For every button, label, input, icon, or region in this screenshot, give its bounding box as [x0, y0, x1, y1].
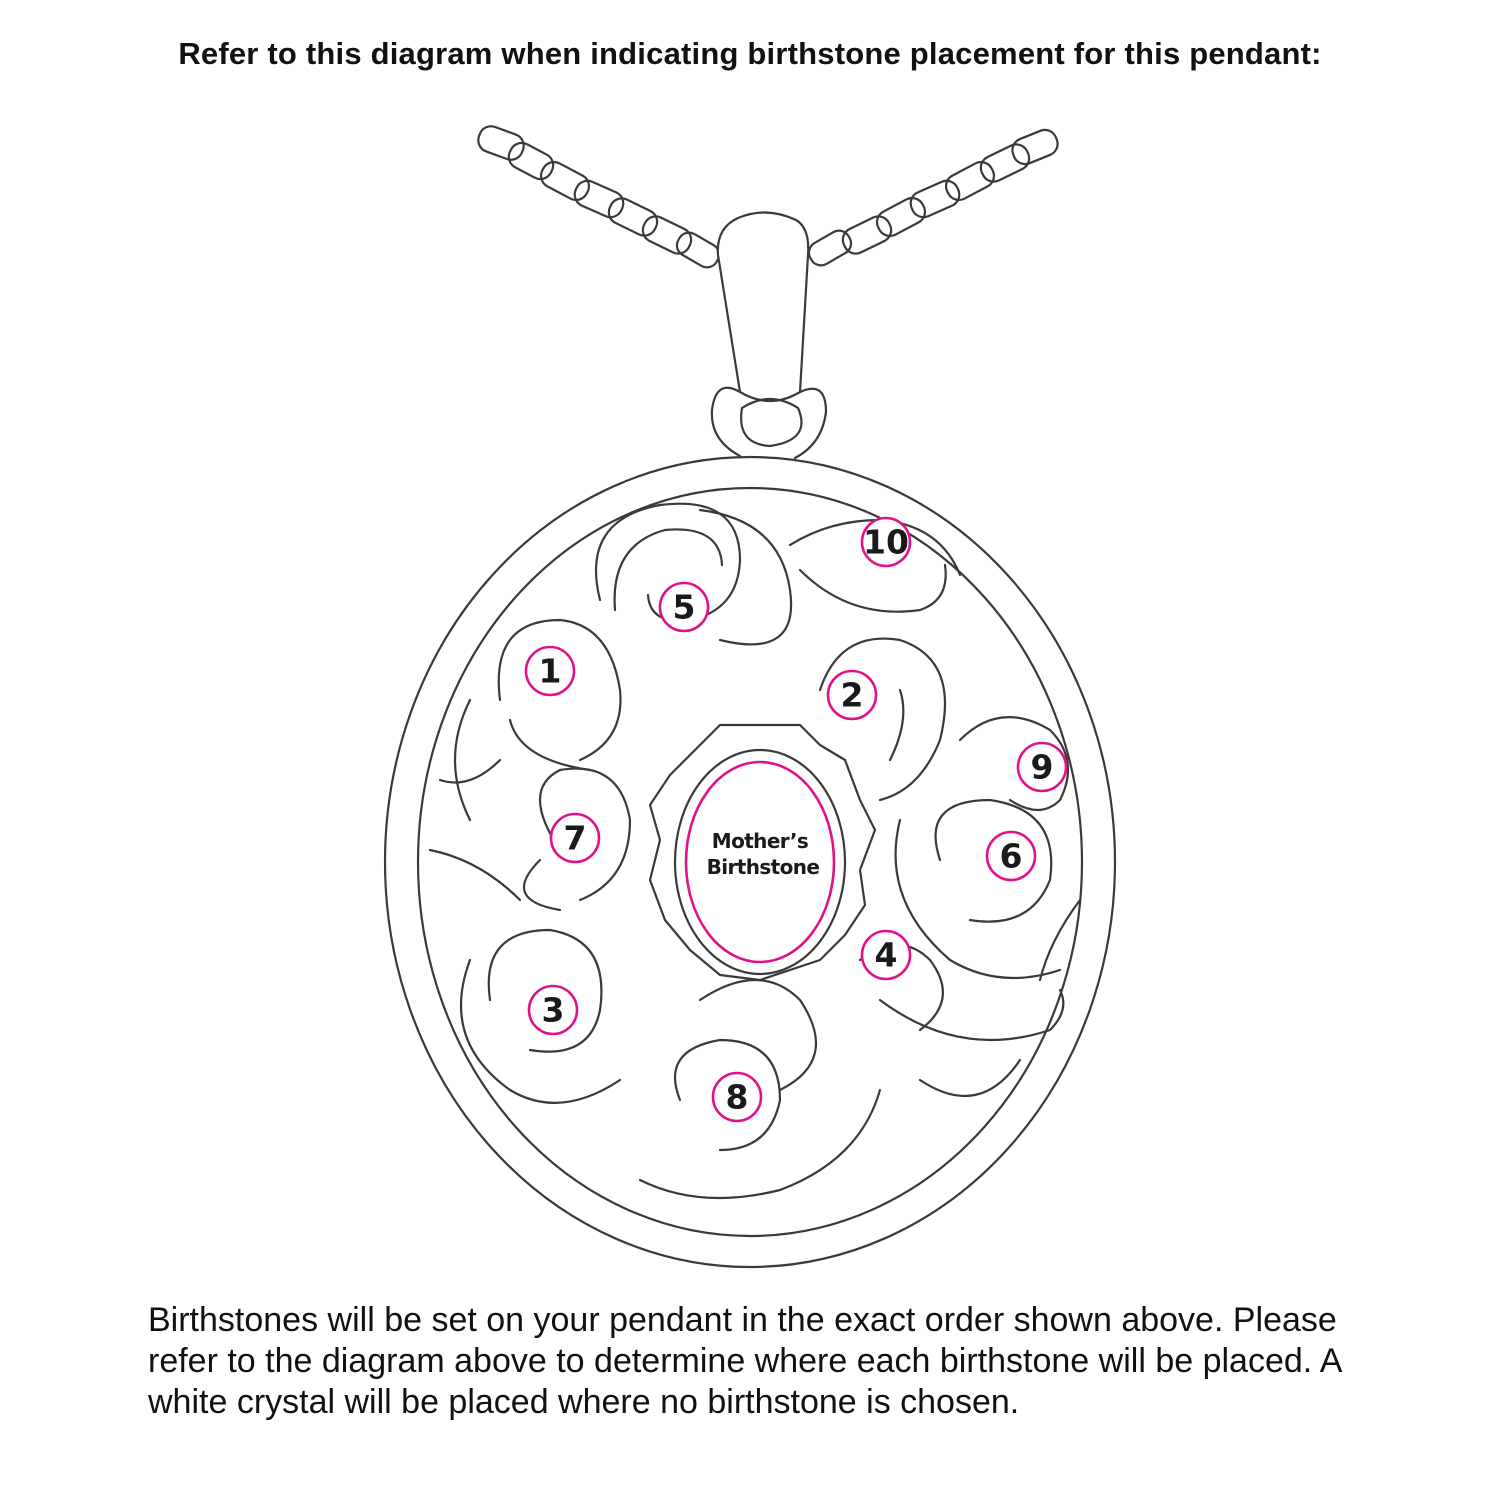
stone-10: 10	[860, 516, 912, 568]
filigree-pattern	[428, 502, 1082, 1200]
stone-3-label: 3	[542, 991, 565, 1030]
stone-2: 2	[826, 669, 878, 721]
stone-10-label: 10	[863, 523, 909, 562]
bail-icon	[710, 211, 828, 460]
stone-5: 5	[658, 581, 710, 633]
chain-icon	[477, 125, 1059, 269]
stone-8: 8	[711, 1071, 763, 1123]
stone-6-label: 6	[1000, 837, 1023, 876]
stone-4: 4	[860, 929, 912, 981]
stone-3: 3	[527, 984, 579, 1036]
stone-4-label: 4	[875, 936, 898, 975]
page-heading: Refer to this diagram when indicating bi…	[178, 36, 1322, 71]
mothers-birthstone-line1: Mother’s	[712, 829, 808, 853]
stone-5-label: 5	[673, 588, 696, 627]
stone-9-label: 9	[1031, 748, 1054, 787]
stone-7: 7	[549, 812, 601, 864]
mothers-birthstone-setting	[684, 760, 836, 964]
instructions-text: Birthstones will be set on your pendant …	[148, 1301, 1341, 1421]
stone-6: 6	[985, 830, 1037, 882]
stone-1: 1	[524, 645, 576, 697]
stone-8-label: 8	[726, 1078, 749, 1117]
stone-7-label: 7	[564, 819, 587, 858]
mothers-birthstone-line2: Birthstone	[707, 855, 820, 879]
stone-1-label: 1	[539, 652, 562, 691]
stone-2-label: 2	[841, 676, 864, 715]
stone-9: 9	[1016, 741, 1068, 793]
